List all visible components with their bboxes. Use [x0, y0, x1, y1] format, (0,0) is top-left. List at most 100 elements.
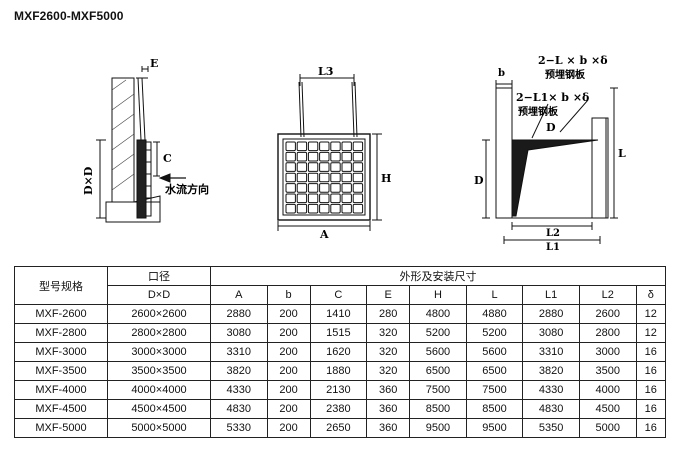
side-label-c: C	[163, 152, 172, 165]
header-column: L2	[578, 285, 637, 305]
cell-caliber: 5000×5000	[107, 418, 211, 438]
grid-cell	[330, 193, 341, 204]
table-cell: 3080	[522, 323, 580, 343]
table-cell: 16	[635, 380, 667, 400]
table-cell: 8500	[409, 399, 467, 419]
table-cell: 6500	[465, 361, 524, 381]
cell-caliber: 3500×3500	[107, 361, 211, 381]
page-title: MXF2600-MXF5000	[14, 9, 124, 23]
table-cell: 360	[366, 418, 411, 438]
table-cell: 5000	[578, 418, 637, 438]
header-caliber-sub: D×D	[107, 285, 211, 305]
table-cell: 200	[266, 380, 311, 400]
table-cell: 4800	[409, 304, 467, 324]
side-label-e: E	[150, 57, 158, 70]
table-cell: 6500	[409, 361, 467, 381]
table-cell: 200	[266, 399, 311, 419]
table-header-row-1: 型号规格 口径 外形及安装尺寸	[14, 266, 666, 305]
grid-cell	[319, 193, 330, 204]
grid-cell	[307, 172, 319, 183]
table-cell: 16	[635, 418, 667, 438]
table-cell: 8500	[465, 399, 524, 419]
cell-model: MXF-3500	[14, 361, 108, 381]
side-label-dxd: D×D	[82, 166, 95, 195]
grid-cell	[307, 193, 319, 204]
grid-cell	[296, 203, 308, 214]
grid-cell	[341, 172, 352, 183]
header-column: L1	[522, 285, 580, 305]
table-cell: 2800	[578, 323, 637, 343]
grid-cell	[352, 141, 364, 152]
table-cell: 5330	[210, 418, 268, 438]
cell-caliber: 4500×4500	[107, 399, 211, 419]
install-label-b: b	[498, 68, 505, 79]
header-model: 型号规格	[14, 266, 108, 305]
header-column: C	[309, 285, 368, 305]
grid-cell	[352, 172, 364, 183]
drawings-svg: E C D×D 水流方向 L3 H	[82, 54, 626, 253]
grid-cell	[285, 141, 296, 152]
install-plate2-label: 2−L1× b ×δ	[516, 91, 589, 104]
table-cell: 4880	[465, 304, 524, 324]
install-label-l2: L2	[546, 228, 560, 239]
grid-cell	[285, 172, 296, 183]
grid-cell	[341, 162, 352, 172]
table-cell: 3820	[210, 361, 268, 381]
front-label-a: A	[319, 228, 329, 241]
table-cell: 4330	[522, 380, 580, 400]
grid-cell	[296, 162, 308, 172]
grid-cell	[296, 172, 308, 183]
table-cell: 5350	[522, 418, 580, 438]
table-cell: 3000	[578, 342, 637, 362]
cell-caliber: 2600×2600	[107, 304, 211, 324]
grid-cell	[319, 162, 330, 172]
header-column: L	[465, 285, 524, 305]
grid-cell	[330, 151, 341, 162]
install-label-l: L	[618, 147, 626, 160]
grid-cell	[352, 183, 364, 193]
grid-cell	[307, 183, 319, 193]
table-cell: 4000	[578, 380, 637, 400]
technical-drawings: E C D×D 水流方向 L3 H	[0, 40, 681, 260]
table-cell: 5600	[409, 342, 467, 362]
cell-model: MXF-4000	[14, 380, 108, 400]
install-label-d-left: D	[474, 174, 484, 187]
table-cell: 4830	[522, 399, 580, 419]
grid-cell	[330, 162, 341, 172]
cell-caliber: 3000×3000	[107, 342, 211, 362]
grid-cell	[330, 183, 341, 193]
grid-cell	[341, 203, 352, 214]
table-cell: 1410	[309, 304, 368, 324]
header-column: δ	[635, 285, 667, 305]
table-cell: 200	[266, 361, 311, 381]
grid-cell	[319, 151, 330, 162]
table-cell: 2600	[578, 304, 637, 324]
header-column: H	[409, 285, 467, 305]
grid-cell	[341, 193, 352, 204]
table-cell: 1880	[309, 361, 368, 381]
table-cell: 2650	[309, 418, 368, 438]
table-cell: 200	[266, 342, 311, 362]
grid-cell	[341, 141, 352, 152]
grid-cell	[296, 141, 308, 152]
grid-cell	[285, 151, 296, 162]
table-cell: 9500	[465, 418, 524, 438]
grid-cell	[296, 183, 308, 193]
table-cell: 16	[635, 361, 667, 381]
install-label-d-top: D	[546, 121, 556, 134]
grid-cell	[352, 162, 364, 172]
table-cell: 4830	[210, 399, 268, 419]
table-cell: 12	[635, 323, 667, 343]
table-cell: 360	[366, 380, 411, 400]
grid-cell	[330, 203, 341, 214]
install-plate1-text: 预埋钢板	[545, 68, 586, 81]
table-cell: 3500	[578, 361, 637, 381]
header-column: A	[210, 285, 268, 305]
grid-cell	[341, 151, 352, 162]
grid-cell	[330, 141, 341, 152]
